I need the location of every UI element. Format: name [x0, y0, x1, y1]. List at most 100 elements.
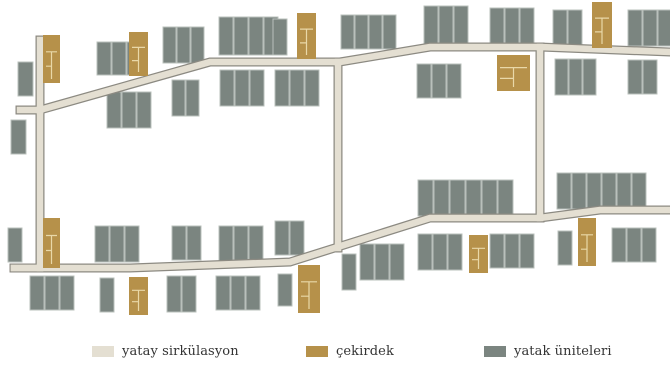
bed-unit: [586, 172, 602, 210]
corridor: [10, 206, 670, 272]
bed-unit: [481, 179, 498, 217]
legend-label-bed-units: yatak üniteleri: [514, 344, 612, 359]
bed-unit: [136, 91, 152, 129]
bed-unit: [218, 16, 234, 56]
legend-swatch-core: [306, 346, 328, 357]
bed-unit: [233, 225, 249, 263]
core-partition: [301, 281, 317, 309]
bed-unit: [519, 233, 535, 269]
legend-item-bed-units: yatak üniteleri: [484, 344, 612, 359]
core-partition: [132, 46, 145, 72]
bed-unit: [99, 277, 115, 313]
bed-unit: [519, 7, 535, 45]
corridor: [35, 43, 670, 115]
bed-unit: [446, 63, 462, 99]
bed-unit: [382, 14, 397, 50]
bed-unit: [556, 172, 572, 210]
bed-unit: [438, 5, 454, 45]
bed-unit: [627, 59, 643, 95]
bed-unit: [272, 18, 288, 56]
bed-unit: [417, 179, 434, 217]
bed-unit: [447, 233, 463, 271]
bed-unit: [341, 253, 357, 291]
core-partition: [472, 247, 485, 269]
bed-unit: [181, 275, 197, 313]
core-partition: [595, 17, 609, 44]
bed-unit: [44, 275, 60, 311]
bed-unit: [230, 275, 246, 311]
bed-unit: [626, 227, 642, 263]
bed-unit: [504, 233, 520, 269]
bed-unit: [433, 179, 450, 217]
bed-unit: [17, 61, 34, 97]
bed-unit: [417, 233, 433, 271]
bed-unit: [601, 172, 617, 210]
bed-unit: [354, 14, 369, 50]
bed-unit: [389, 243, 405, 281]
bed-unit: [218, 225, 234, 263]
bed-unit: [121, 91, 137, 129]
corridor-layer: [9, 35, 670, 273]
bed-unit: [274, 69, 290, 107]
bed-unit: [552, 9, 568, 47]
bed-unit: [289, 220, 305, 256]
bed-unit: [554, 58, 569, 96]
bed-unit: [96, 41, 112, 76]
bed-unit: [497, 179, 514, 217]
bed-unit: [190, 26, 205, 64]
bed-unit: [219, 69, 235, 107]
bed-unit: [304, 69, 320, 107]
bed-unit: [631, 172, 647, 210]
bed-unit: [274, 220, 290, 256]
bed-unit: [571, 172, 587, 210]
bed-unit: [489, 233, 505, 269]
bed-unit: [176, 26, 191, 64]
bed-unit: [29, 275, 45, 311]
bed-unit: [567, 9, 583, 47]
bed-unit: [374, 243, 390, 281]
bed-unit: [245, 275, 261, 311]
bed-unit: [416, 63, 432, 99]
bed-unit: [233, 16, 249, 56]
legend-swatch-bed-units: [484, 346, 506, 357]
bed-unit: [453, 5, 469, 45]
bed-unit: [10, 119, 27, 155]
legend-label-circulation: yatay sirkülasyon: [122, 344, 239, 359]
bed-unit: [106, 91, 122, 129]
bed-unit: [449, 179, 466, 217]
legend: yatay sirkülasyon çekirdek yatak ünitele…: [0, 344, 670, 368]
core-partition: [581, 234, 593, 262]
legend-item-circulation: yatay sirkülasyon: [92, 344, 239, 359]
bed-unit: [582, 58, 597, 96]
bed-unit: [432, 233, 448, 271]
bed-unit: [340, 14, 355, 50]
bed-unit: [657, 9, 670, 47]
bed-unit: [171, 79, 186, 117]
bed-unit: [359, 243, 375, 281]
legend-swatch-circulation: [92, 346, 114, 357]
bed-unit: [162, 26, 177, 64]
bed-unit: [489, 7, 505, 45]
bed-unit: [277, 273, 293, 307]
core-partition: [500, 67, 527, 87]
bed-unit: [642, 9, 658, 47]
bed-unit: [248, 225, 264, 263]
bed-unit: [423, 5, 439, 45]
core-partition: [132, 289, 145, 311]
bed-unit: [124, 225, 140, 263]
bed-unit: [504, 7, 520, 45]
bed-unit: [465, 179, 482, 217]
bed-unit: [109, 225, 125, 263]
bed-unit: [171, 225, 187, 261]
floor-plan-diagram: [7, 2, 670, 315]
core-partition: [46, 51, 57, 79]
bed-unit: [166, 275, 182, 313]
bed-unit: [557, 230, 573, 266]
bed-unit: [368, 14, 383, 50]
bed-unit: [289, 69, 305, 107]
core-partition: [46, 234, 57, 264]
bed-unit: [59, 275, 75, 311]
bed-unit: [249, 69, 265, 107]
bed-unit: [616, 172, 632, 210]
bed-unit: [627, 9, 643, 47]
